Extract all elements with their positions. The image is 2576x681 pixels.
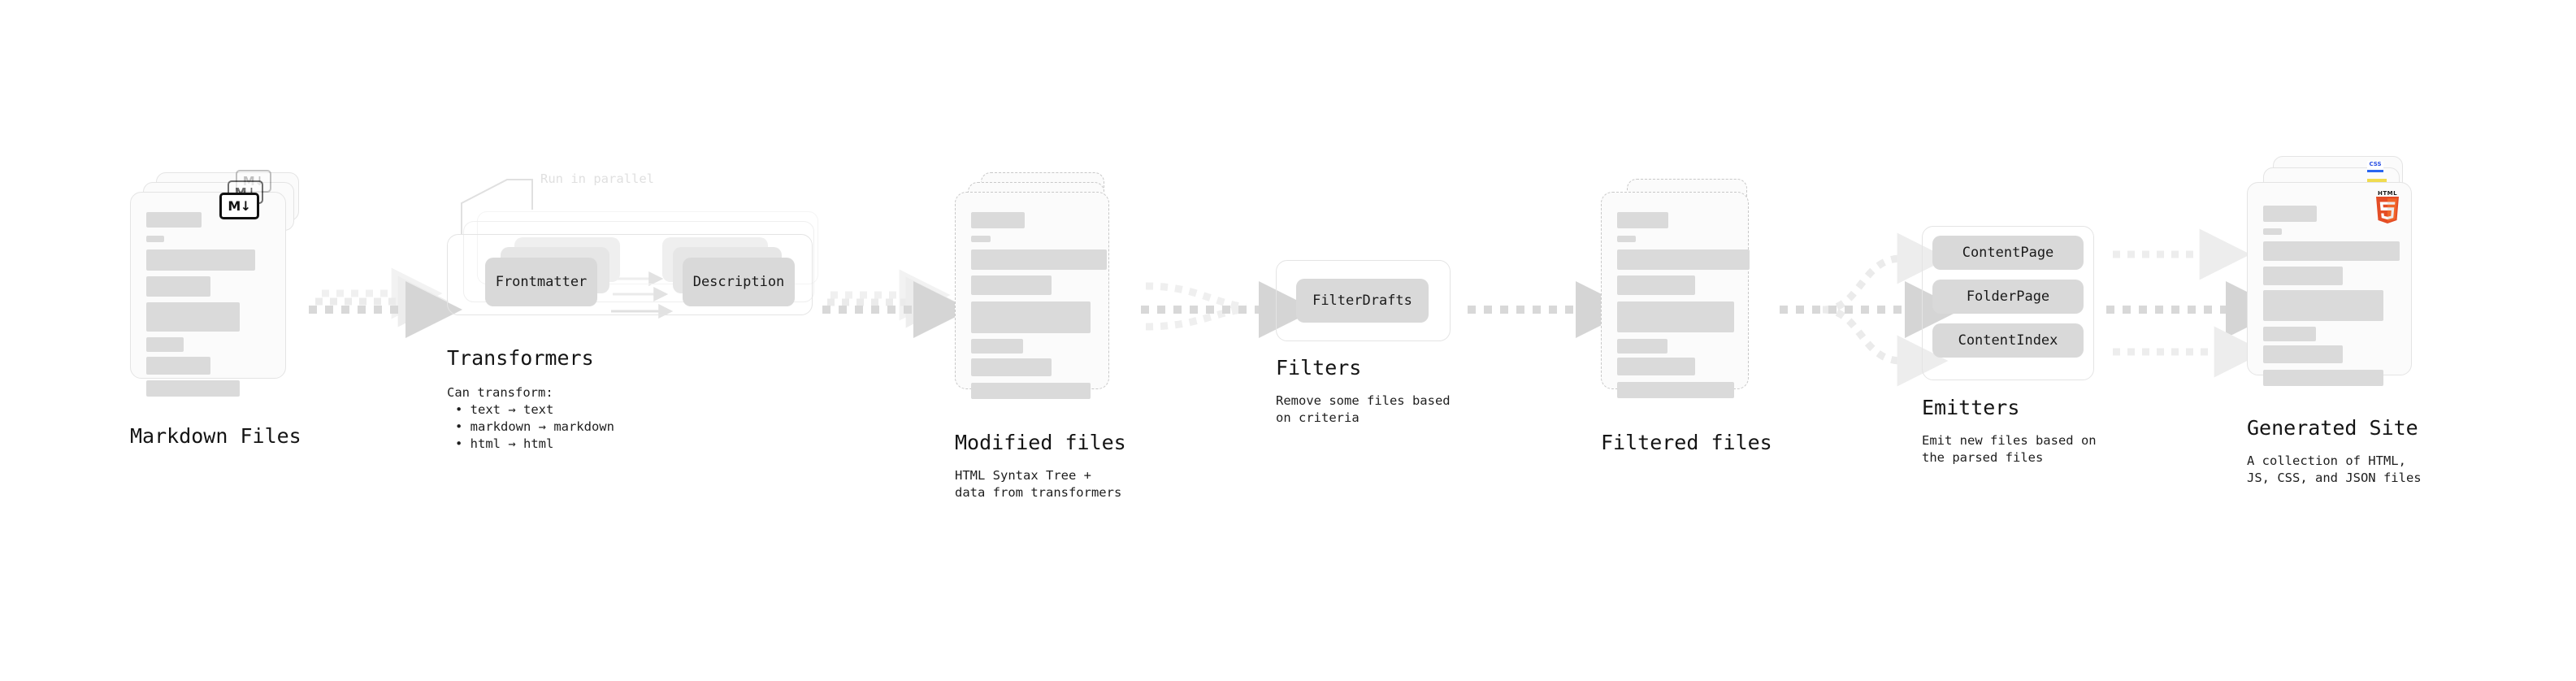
stage-title-filtered-files: Filtered files <box>1601 431 1772 454</box>
skeleton-line <box>1617 236 1636 242</box>
skeleton-line <box>971 339 1023 354</box>
filters-subtitle-1: on criteria <box>1276 410 1360 425</box>
skeleton-line <box>1617 382 1734 398</box>
skeleton-line <box>2263 290 2383 321</box>
html5-icon: HTML <box>2373 190 2402 228</box>
css-icon: CSS <box>2367 161 2383 172</box>
skeleton-line <box>2263 241 2400 261</box>
transformers-note-heading: Can transform: <box>447 385 553 400</box>
emitters-subtitle-1: the parsed files <box>1922 450 2044 465</box>
generated-site-subtitle-1: JS, CSS, and JSON files <box>2247 471 2422 485</box>
skeleton-line <box>971 358 1052 376</box>
skeleton-line <box>971 236 991 242</box>
skeleton-line <box>1617 249 1750 270</box>
stage-title-markdown-files: Markdown Files <box>130 424 301 448</box>
stage-title-generated-site: Generated Site <box>2247 416 2418 440</box>
filters-subtitle-0: Remove some files based <box>1276 393 1451 408</box>
skeleton-line <box>146 380 240 397</box>
skeleton-line <box>2263 228 2282 235</box>
filters-group-box <box>1276 260 1451 341</box>
generated-site-subtitle-0: A collection of HTML, <box>2247 453 2406 468</box>
arrow-transformers-to-modified <box>822 269 970 338</box>
skeleton-line <box>146 212 202 228</box>
arrow-markdown-to-transformers <box>309 267 462 338</box>
stage-markdown-files: M↓ M↓ M↓ Markdown Files <box>130 170 309 448</box>
skeleton-line <box>2263 345 2343 363</box>
skeleton-line <box>2263 206 2317 222</box>
stage-generated-site: CSS HTML <box>2247 156 2434 485</box>
emitters-group-box <box>1922 226 2094 380</box>
html5-wordmark: HTML <box>2377 190 2398 197</box>
transformers-bullet-2: • html → html <box>455 436 554 451</box>
file-card-front <box>130 192 286 397</box>
skeleton-line <box>971 301 1091 333</box>
markdown-file-stack: M↓ M↓ M↓ <box>130 170 309 397</box>
site-file-stack: CSS HTML <box>2247 156 2434 386</box>
skeleton-line <box>1617 275 1695 295</box>
skeleton-line <box>2263 370 2383 386</box>
skeleton-line <box>1617 358 1695 375</box>
file-card-front <box>955 192 1109 399</box>
stage-modified-files: Modified files HTML Syntax Tree + data f… <box>955 172 1134 500</box>
arrow-emitters-to-site <box>2106 228 2283 378</box>
emitter-pill-contentindex[interactable]: ContentIndex <box>1932 323 2084 358</box>
modified-files-subtitle-0: HTML Syntax Tree + <box>955 468 1091 483</box>
transformer-pill-frontmatter[interactable]: Frontmatter <box>485 258 597 306</box>
skeleton-line <box>1617 212 1668 228</box>
file-card-front <box>1601 192 1750 398</box>
skeleton-line <box>971 383 1091 399</box>
skeleton-line <box>971 212 1025 228</box>
emitter-pill-folderpage[interactable]: FolderPage <box>1932 280 2084 314</box>
modified-files-subtitle-1: data from transformers <box>955 485 1122 500</box>
skeleton-line <box>146 302 240 332</box>
skeleton-line <box>146 337 184 352</box>
skeleton-line <box>2263 327 2316 341</box>
emitter-pill-contentpage[interactable]: ContentPage <box>1932 236 2084 270</box>
skeleton-line <box>1617 339 1667 354</box>
html5-shield-icon <box>2376 197 2399 223</box>
stage-title-modified-files: Modified files <box>955 431 1126 454</box>
transformer-group-ghost-2 <box>477 211 818 284</box>
skeleton-line <box>146 249 255 271</box>
stage-title-filters: Filters <box>1276 356 1362 380</box>
run-in-parallel-label: Run in parallel <box>540 171 654 186</box>
transformers-bullet-1: • markdown → markdown <box>455 419 614 434</box>
transformers-bullet-0: • text → text <box>455 402 554 417</box>
filter-pill-filterdrafts[interactable]: FilterDrafts <box>1296 279 1429 323</box>
transformer-group-ghost-1 <box>463 221 814 302</box>
skeleton-line <box>2263 267 2343 285</box>
transformer-group-box <box>447 234 813 315</box>
skeleton-line <box>971 275 1052 295</box>
filtered-file-stack <box>1601 172 1780 398</box>
skeleton-line <box>146 357 210 375</box>
skeleton-line <box>1617 301 1734 332</box>
transformer-pill-description[interactable]: Description <box>683 258 795 306</box>
emitters-subtitle-0: Emit new files based on <box>1922 433 2097 448</box>
modified-file-stack <box>955 172 1134 399</box>
skeleton-line <box>971 249 1107 270</box>
stage-filtered-files: Filtered files <box>1601 172 1780 454</box>
skeleton-line <box>146 236 164 242</box>
skeleton-line <box>146 276 210 297</box>
stage-title-emitters: Emitters <box>1922 396 2020 419</box>
arrow-modified-to-filters <box>1141 281 1316 338</box>
markdown-icon: M↓ <box>219 193 259 219</box>
arrow-filtered-to-emitters <box>1780 232 1962 387</box>
stage-title-transformers: Transformers <box>447 346 594 370</box>
